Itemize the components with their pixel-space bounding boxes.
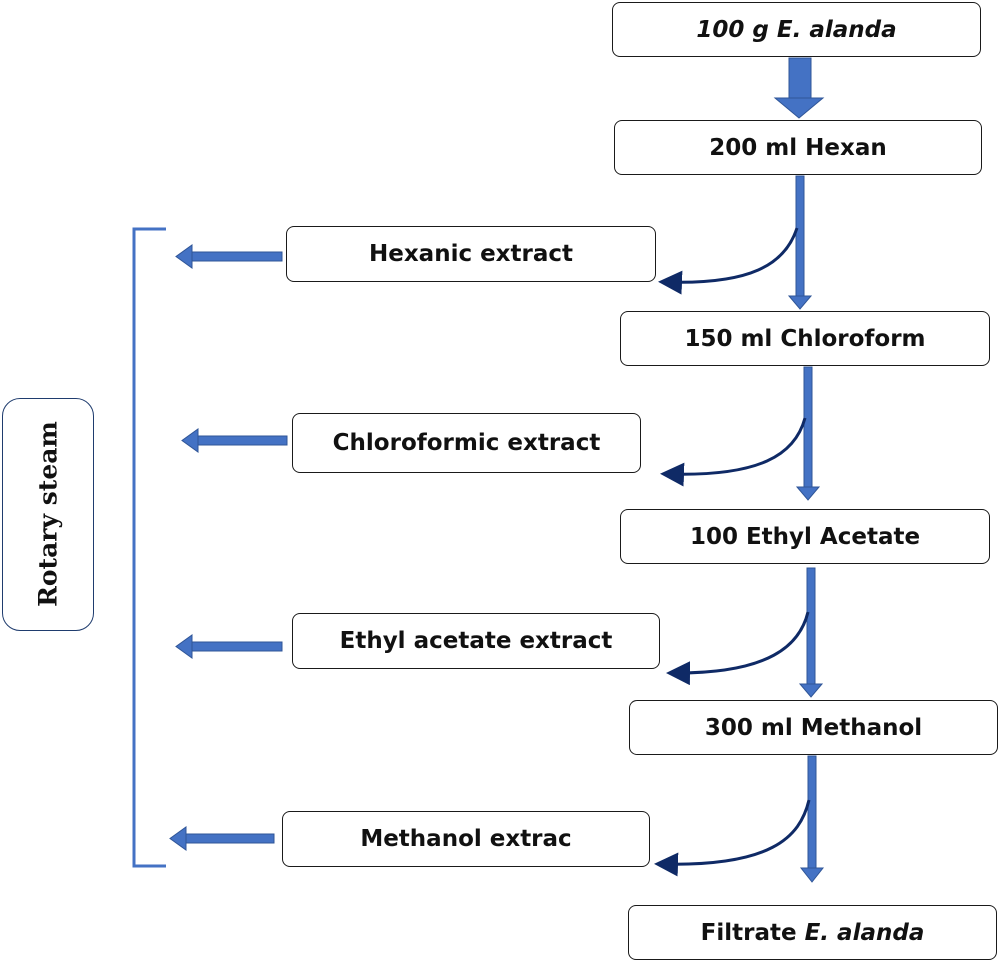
down-arrow-methanol-filtrate [799,755,825,883]
filtrate-prefix: Filtrate [700,919,805,946]
curve-arrow-hexanic [658,227,799,295]
step-ethyl-acetate: 100 Ethyl Acetate [620,509,990,564]
thick-down-arrow [773,57,825,119]
step-start: 100 g E. alanda [612,2,981,57]
rotary-bracket [132,227,166,868]
curve-arrow-chloroformic [660,417,807,487]
curve-arrow-methanol [654,799,811,877]
left-arrow-methanol [169,826,275,851]
filtrate-species: E. alanda [804,919,925,946]
curve-arrow-ethyl [666,611,810,686]
extract-chloroformic: Chloroformic extract [292,413,641,473]
down-arrow-hexane-chloroform [787,175,813,310]
extract-methanol: Methanol extrac [282,811,650,867]
left-arrow-chloroformic [181,428,288,453]
down-arrow-chloroform-ethyl [795,366,821,501]
extract-ethyl-acetate: Ethyl acetate extract [292,613,660,669]
down-arrow-ethyl-methanol [798,567,824,698]
left-arrow-ethyl [175,634,283,659]
rotary-steam-box [2,398,94,631]
rotary-steam-label: Rotary steam [33,421,63,607]
extract-hexanic: Hexanic extract [286,226,656,282]
left-arrow-hexanic [175,244,283,269]
step-chloroform: 150 ml Chloroform [620,311,990,366]
step-filtrate: Filtrate E. alanda [628,905,997,960]
step-methanol: 300 ml Methanol [629,700,998,755]
step-hexane: 200 ml Hexan [614,120,982,175]
